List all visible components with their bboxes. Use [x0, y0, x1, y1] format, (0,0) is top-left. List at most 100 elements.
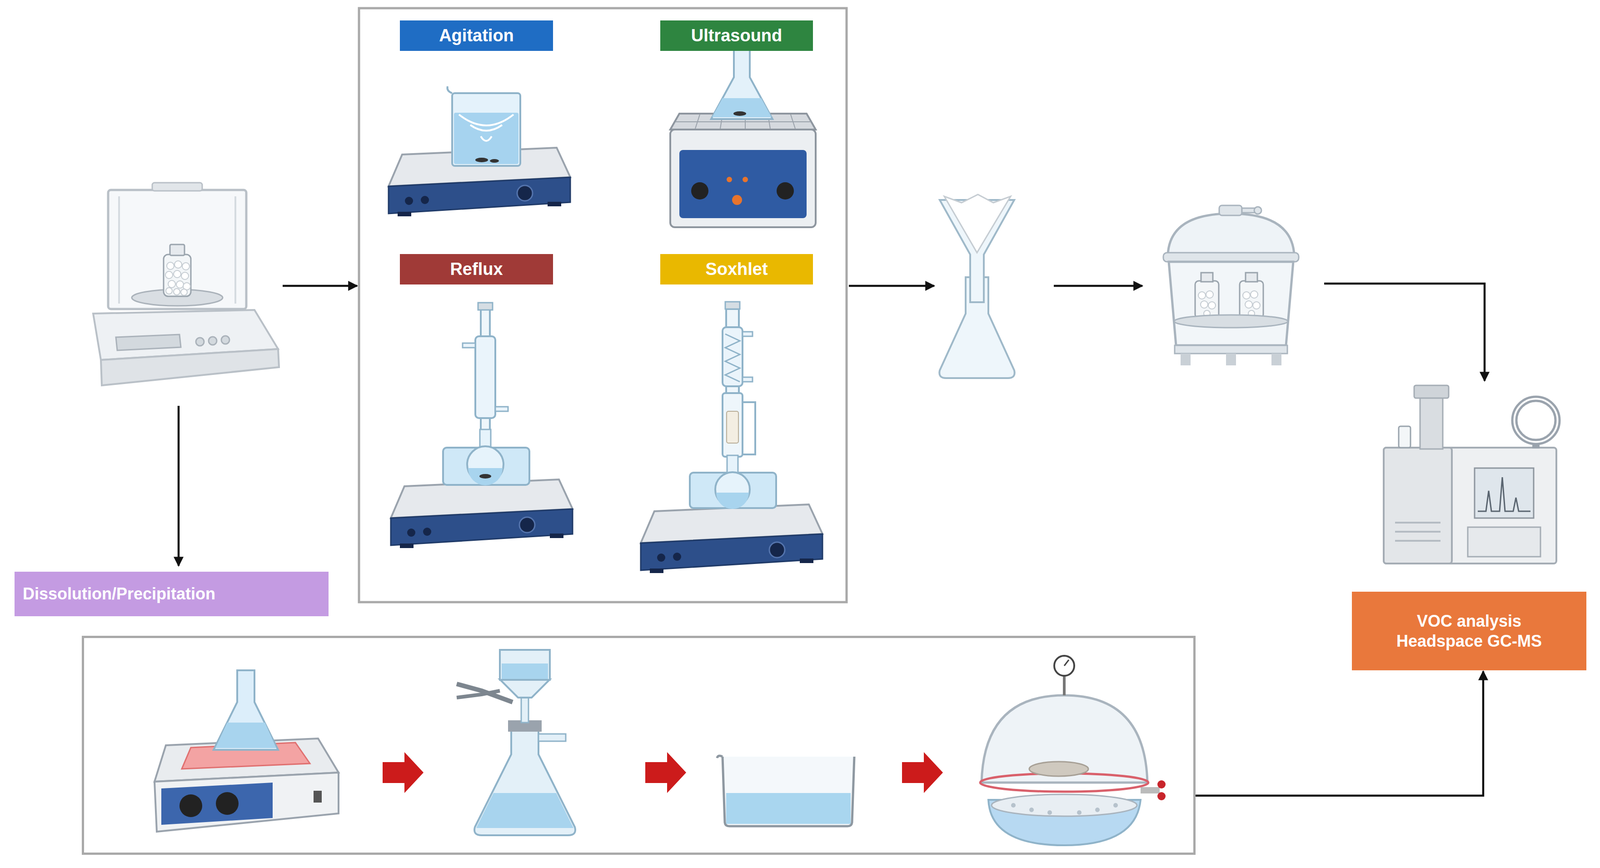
step-arrow	[902, 752, 943, 793]
funnel-liquid	[501, 663, 549, 679]
balance-glass-edge	[118, 196, 120, 304]
vial-neck	[1201, 272, 1213, 282]
pellet	[1242, 291, 1251, 300]
ultrasound-bath	[670, 49, 816, 228]
plate-knob	[179, 794, 203, 818]
filter-funnel	[939, 194, 1015, 379]
desiccator-plate	[991, 794, 1137, 817]
soxhlet-setup	[640, 301, 823, 574]
flask-liquid	[716, 492, 749, 509]
clamp	[456, 683, 513, 703]
stopcock	[1254, 206, 1262, 215]
step-arrow	[645, 752, 687, 793]
gc-vents	[1395, 522, 1441, 541]
gauge-stem	[1062, 676, 1066, 696]
plate-switch	[313, 790, 322, 803]
desiccator-base	[1174, 345, 1288, 354]
flask	[711, 49, 773, 120]
condenser-coil	[725, 333, 740, 382]
dish-lip	[717, 755, 723, 758]
gc-screen	[1474, 468, 1534, 519]
gc-door	[1467, 527, 1541, 557]
hole	[1113, 802, 1118, 808]
pellet	[1250, 290, 1258, 299]
buchner-cone	[499, 679, 550, 698]
flask-liquid	[215, 722, 277, 748]
bath-knob	[691, 182, 709, 200]
gc-ms-instrument	[1383, 385, 1560, 564]
pellet	[168, 280, 176, 288]
stopcock-handle	[1157, 792, 1166, 801]
reflux-setup	[390, 302, 573, 549]
bath-body	[670, 129, 816, 228]
pellet	[1245, 300, 1253, 309]
pellets	[1198, 290, 1261, 317]
gc-body	[1383, 447, 1557, 564]
pellet	[180, 289, 188, 296]
hole	[1011, 802, 1016, 808]
plate-knob	[215, 792, 239, 815]
flow-arrow	[1324, 283, 1485, 381]
vial	[163, 254, 191, 297]
pellet	[1198, 291, 1206, 300]
condenser-cap	[478, 302, 493, 310]
process-panel: Dissolution/Precipitation	[81, 635, 1196, 855]
vial	[1398, 426, 1411, 448]
hole	[1076, 810, 1082, 815]
vial-neck	[1245, 272, 1258, 282]
hole	[1095, 807, 1100, 813]
plate-panel	[161, 782, 273, 825]
buchner-stem	[521, 696, 529, 723]
condenser-arm	[742, 377, 753, 382]
analysis-label: VOC analysis Headspace GC-MS	[1351, 591, 1587, 671]
evaporation-dish	[717, 755, 855, 827]
stopcock	[1140, 787, 1160, 794]
flow-arrow	[1053, 284, 1143, 288]
pellet	[173, 270, 181, 278]
gauge	[1054, 655, 1075, 676]
method-label: Agitation	[399, 20, 554, 51]
balance-base-front	[100, 348, 280, 386]
bath-knob	[732, 194, 743, 205]
balance-glass-edge	[234, 196, 237, 304]
condenser-jacket	[475, 336, 496, 419]
column-coil	[1512, 396, 1560, 444]
bath-led	[742, 176, 748, 183]
beaker	[452, 93, 521, 166]
autosampler-head	[1414, 385, 1449, 399]
label-text: Dissolution/Precipitation	[22, 583, 216, 604]
flask	[213, 670, 279, 750]
sample	[733, 111, 747, 116]
method-label: Ultrasound	[660, 20, 813, 51]
condenser-arm	[742, 331, 753, 337]
desiccator-knob	[1219, 205, 1242, 216]
sample	[489, 159, 499, 163]
coil-stand	[1532, 443, 1540, 449]
balance-button	[208, 336, 217, 345]
desiccator-body	[1168, 261, 1294, 346]
beaker-spout	[447, 86, 453, 94]
hotplate	[390, 479, 573, 549]
filter-paper	[944, 194, 1011, 253]
flask-liquid	[468, 468, 503, 486]
pellet	[1206, 290, 1214, 299]
siphon-tube	[742, 402, 756, 455]
vial-neck	[169, 244, 185, 256]
bath-panel	[679, 149, 807, 219]
pellet	[1252, 301, 1261, 310]
sample-disc	[1029, 761, 1089, 777]
hole	[1047, 810, 1052, 815]
side-arm	[538, 733, 566, 742]
chromatogram	[1477, 477, 1531, 512]
flask-liquid	[712, 98, 772, 118]
pellet	[165, 271, 173, 279]
balance-case	[108, 189, 247, 310]
pellets	[165, 260, 191, 296]
beaker-liquid	[453, 112, 519, 165]
pellet	[1200, 300, 1208, 309]
vacuum-filtration	[456, 649, 576, 836]
balance-handle	[152, 182, 203, 191]
hotplate	[388, 147, 571, 217]
